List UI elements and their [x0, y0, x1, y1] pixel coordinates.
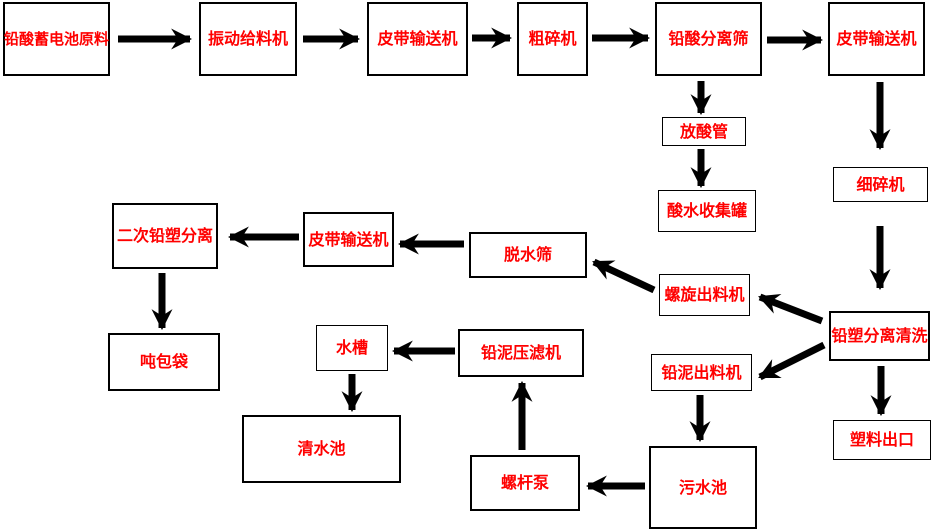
node-vibrating-feeder: 振动给料机 [199, 2, 297, 76]
arrow-washing-to-screw-discharger [758, 293, 824, 325]
node-clean-water-pool: 清水池 [242, 415, 401, 483]
node-water-tank: 水槽 [316, 325, 388, 371]
node-screw-discharger: 螺旋出料机 [659, 274, 750, 316]
node-screw-pump: 螺杆泵 [470, 455, 580, 511]
node-fine-crusher: 细碎机 [833, 167, 928, 202]
node-belt-conveyor-1: 皮带输送机 [367, 2, 468, 76]
node-lead-acid-separation-screen: 铅酸分离筛 [655, 2, 762, 76]
node-coarse-crusher: 粗碎机 [517, 2, 588, 76]
node-belt-conveyor-3: 皮带输送机 [303, 212, 394, 267]
node-acid-discharge-pipe: 放酸管 [662, 117, 746, 146]
node-acid-water-collection-tank: 酸水收集罐 [658, 190, 756, 232]
node-sewage-pool: 污水池 [649, 446, 757, 529]
node-lead-mud-filter-press: 铅泥压滤机 [458, 329, 584, 377]
node-lead-plastic-separation-washing: 铅塑分离清洗 [829, 311, 930, 361]
node-plastic-outlet: 塑料出口 [833, 420, 931, 460]
node-raw-material: 铅酸蓄电池原料 [3, 2, 110, 76]
node-dewatering-screen: 脱水筛 [469, 232, 587, 278]
node-secondary-lead-plastic-separation: 二次铅塑分离 [112, 203, 218, 269]
node-ton-bag: 吨包袋 [108, 333, 220, 391]
node-lead-mud-discharger: 铅泥出料机 [651, 354, 752, 391]
arrow-screw-discharger-to-dewatering-screen [592, 258, 656, 294]
arrow-washing-to-lead-mud-discharger [758, 341, 826, 381]
node-belt-conveyor-2: 皮带输送机 [828, 2, 925, 76]
